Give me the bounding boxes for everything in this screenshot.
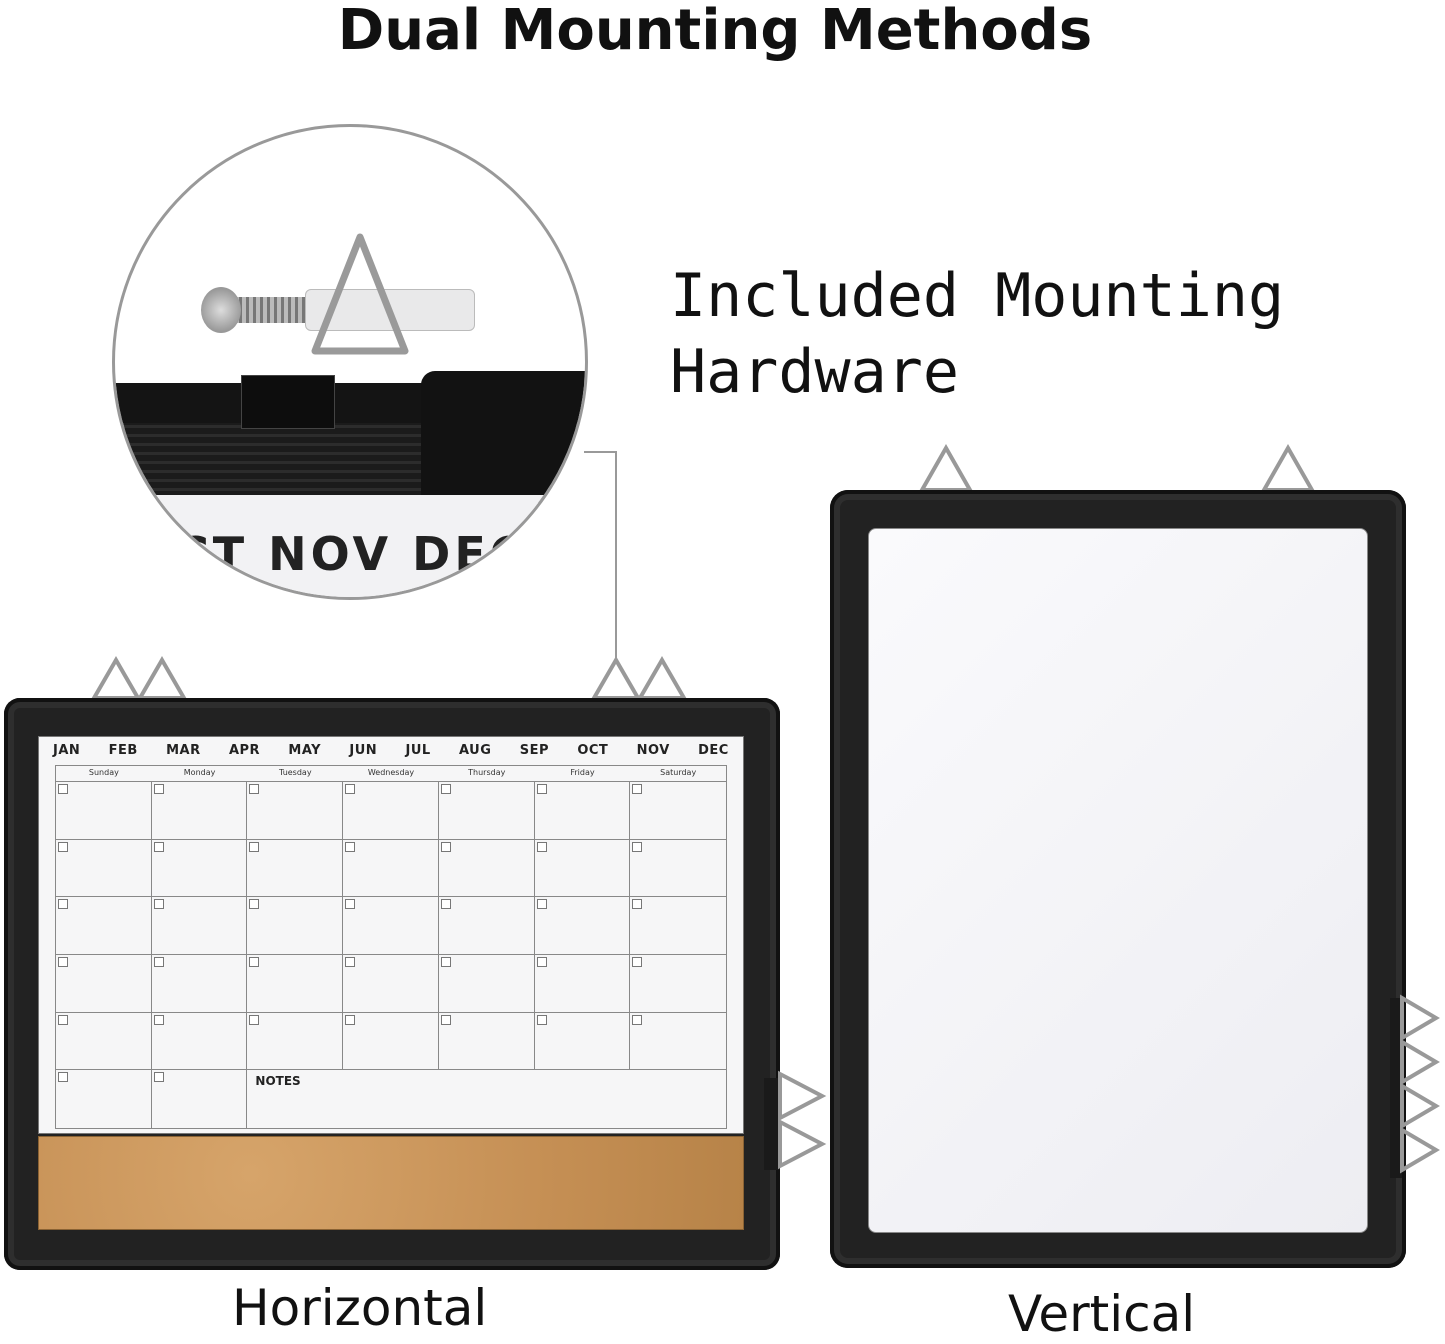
calendar-cell — [56, 839, 152, 898]
weekday-label: Saturday — [660, 768, 697, 777]
vertical-label: Vertical — [1008, 1285, 1196, 1343]
month-label: SEP — [519, 743, 550, 758]
calendar-cell — [630, 955, 726, 1013]
triangle-hanger-icon — [311, 233, 409, 355]
calendar-cell — [343, 1012, 439, 1071]
calendar-cell — [630, 1013, 726, 1071]
month-label: FEB — [108, 743, 138, 758]
month-label: JAN — [53, 743, 81, 758]
calendar-cell — [438, 839, 535, 898]
calendar-cell — [438, 782, 535, 840]
calendar-cell — [56, 1070, 152, 1128]
month-label: JUN — [349, 743, 378, 758]
hanger-clip — [241, 375, 335, 429]
triangle-hanger-icon — [90, 656, 188, 700]
calendar-cell — [534, 955, 631, 1013]
calendar-cell — [534, 1012, 631, 1071]
frame-corner — [421, 371, 585, 503]
calendar-cell — [343, 955, 439, 1013]
calendar-cell — [343, 897, 439, 955]
month-label: MAY — [288, 743, 322, 758]
notes-area: NOTES — [247, 1070, 726, 1128]
calendar-cell — [438, 897, 535, 955]
calendar-cell — [56, 955, 152, 1013]
calendar-cell — [438, 955, 535, 1013]
mounting-label-line2: Hardware — [670, 337, 959, 407]
calendar-cell — [247, 897, 344, 955]
mounting-label-line1: Included Mounting — [670, 261, 1285, 331]
zoom-month-text: CT NOV DEC — [175, 527, 528, 581]
calendar-cell — [151, 955, 248, 1013]
triangle-hanger-icon — [764, 1070, 827, 1170]
calendar-cell — [247, 1012, 344, 1071]
calendar-cell — [630, 840, 726, 898]
calendar-cell — [534, 839, 631, 898]
calendar-cell — [151, 839, 248, 898]
weekday-label: Monday — [183, 768, 216, 777]
weekday-label: Friday — [570, 768, 595, 777]
calendar-cell — [343, 839, 439, 898]
triangle-hanger-icon — [918, 444, 974, 492]
month-label: NOV — [636, 743, 670, 758]
calendar-cell — [343, 782, 439, 840]
triangle-hanger-icon — [590, 656, 688, 700]
calendar-cell — [247, 782, 344, 840]
triangle-hanger-icon — [1260, 444, 1316, 492]
cork-board-strip — [38, 1136, 744, 1230]
calendar-cell — [534, 897, 631, 955]
hardware-zoom-circle: CT NOV DEC — [112, 124, 588, 600]
month-label: AUG — [459, 743, 492, 758]
calendar-cell — [247, 955, 344, 1013]
month-label: MAR — [166, 743, 201, 758]
month-label: APR — [228, 743, 261, 758]
month-label: JUL — [405, 743, 431, 758]
calendar-cell — [247, 839, 344, 898]
calendar-cell — [534, 782, 631, 840]
month-label: DEC — [698, 743, 729, 758]
calendar-grid: NOTES — [55, 781, 727, 1129]
weekday-label: Thursday — [468, 768, 506, 777]
month-row: JAN FEB MAR APR MAY JUN JUL AUG SEP OCT … — [53, 743, 729, 761]
screw-head-icon — [201, 287, 241, 333]
mounting-hardware-label: Included Mounting Hardware — [670, 258, 1284, 410]
weekday-label: Wednesday — [367, 768, 415, 777]
weekday-row: Sunday Monday Tuesday Wednesday Thursday… — [55, 765, 727, 781]
calendar-cell — [152, 1070, 248, 1128]
calendar-cell — [56, 1012, 152, 1071]
board-strip — [115, 495, 585, 597]
vertical-whiteboard-surface — [868, 528, 1368, 1233]
month-label: OCT — [577, 743, 609, 758]
triangle-hanger-icon — [1390, 994, 1440, 1178]
notes-label: NOTES — [255, 1074, 301, 1089]
calendar-cell — [630, 897, 726, 955]
calendar-cell — [151, 782, 248, 840]
horizontal-label: Horizontal — [232, 1279, 488, 1337]
page-title: Dual Mounting Methods — [337, 0, 1093, 63]
weekday-label: Tuesday — [279, 768, 312, 777]
calendar-cell — [630, 782, 726, 840]
calendar-cell — [438, 1012, 535, 1071]
calendar-whiteboard: JAN FEB MAR APR MAY JUN JUL AUG SEP OCT … — [38, 736, 744, 1134]
calendar-cell — [151, 897, 248, 955]
calendar-cell — [56, 897, 152, 955]
calendar-cell — [56, 782, 152, 840]
weekday-label: Sunday — [88, 768, 119, 777]
calendar-cell — [151, 1012, 248, 1071]
